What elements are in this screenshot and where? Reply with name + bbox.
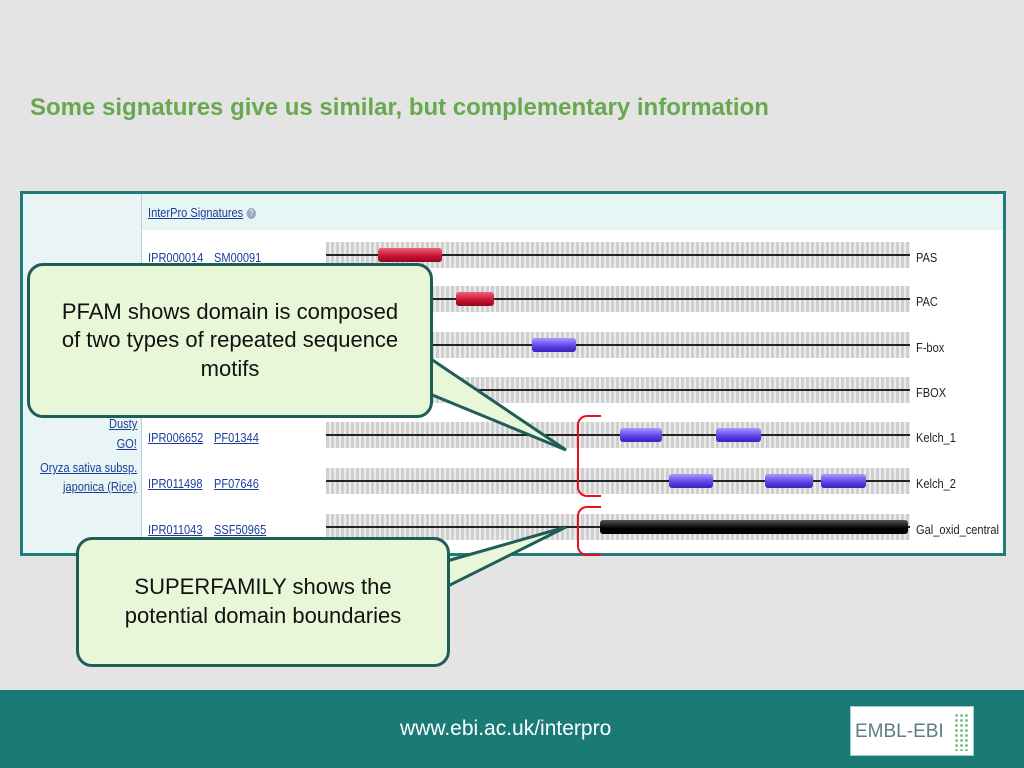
pac-domain[interactable]	[456, 292, 494, 306]
signature-row-kelch2: IPR011498 PF07646 Kelch_2	[142, 462, 1003, 506]
pas-domain[interactable]	[378, 248, 442, 262]
kelch2-motif[interactable]	[765, 474, 813, 488]
kelch2-motif[interactable]	[669, 474, 713, 488]
domain-name: F-box	[916, 340, 945, 355]
signature-id[interactable]: PF01344	[214, 430, 259, 445]
domain-track	[326, 514, 910, 540]
superfamily-callout: SUPERFAMILY shows the potential domain b…	[76, 537, 450, 667]
signature-row-superfamily: IPR011043 SSF50965 Gal_oxid_central	[142, 508, 1003, 552]
left-link-organism[interactable]: Oryza sativa subsp.	[39, 460, 137, 475]
left-link-organism-2[interactable]: japonica (Rice)	[63, 479, 137, 494]
superfamily-bracket	[577, 506, 601, 556]
interpro-accession[interactable]: IPR011498	[148, 476, 203, 491]
interpro-accession[interactable]: IPR006652	[148, 430, 204, 445]
domain-name: PAS	[916, 250, 938, 265]
signature-id[interactable]: SM00091	[214, 250, 262, 265]
signatures-header-link[interactable]: InterPro Signatures?	[148, 205, 256, 220]
embl-ebi-logo: EMBL-EBI	[850, 706, 974, 756]
footer-url[interactable]: www.ebi.ac.uk/interpro	[400, 717, 612, 740]
superfamily-domain[interactable]	[600, 520, 908, 534]
slide-title: Some signatures give us similar, but com…	[30, 94, 769, 121]
pfam-callout-text: PFAM shows domain is composed of two typ…	[61, 298, 399, 381]
domain-name: FBOX	[916, 385, 947, 400]
kelch1-motif[interactable]	[620, 428, 662, 442]
signature-row-kelch1: IPR006652 PF01344 Kelch_1	[142, 416, 1003, 460]
signatures-header: InterPro Signatures?	[142, 194, 1003, 230]
left-link-go[interactable]: GO!	[116, 436, 137, 451]
kelch2-motif[interactable]	[821, 474, 866, 488]
fbox-domain[interactable]	[532, 338, 576, 352]
domain-name: Gal_oxid_central	[916, 522, 999, 537]
domain-track	[326, 422, 910, 448]
kelch-bracket	[577, 415, 601, 497]
pfam-callout-pointer	[423, 352, 567, 452]
signatures-header-label: InterPro Signatures	[148, 205, 244, 220]
superfamily-callout-pointer	[438, 525, 567, 593]
domain-name: Kelch_2	[916, 476, 956, 491]
superfamily-callout-text: SUPERFAMILY shows the potential domain b…	[124, 574, 402, 628]
logo-text: EMBL-EBI	[855, 721, 944, 742]
domain-track	[326, 468, 910, 494]
domain-name: Kelch_1	[916, 430, 956, 445]
interpro-accession[interactable]: IPR000014	[148, 250, 204, 265]
pfam-callout: PFAM shows domain is composed of two typ…	[27, 263, 433, 418]
logo-dots-icon	[954, 713, 970, 751]
kelch1-motif[interactable]	[716, 428, 761, 442]
left-link-dusty[interactable]: Dusty	[108, 416, 137, 431]
interpro-accession[interactable]: IPR011043	[148, 522, 203, 537]
signature-id[interactable]: SSF50965	[214, 522, 267, 537]
help-icon[interactable]: ?	[246, 208, 256, 220]
signature-id[interactable]: PF07646	[214, 476, 259, 491]
domain-name: PAC	[916, 294, 938, 309]
